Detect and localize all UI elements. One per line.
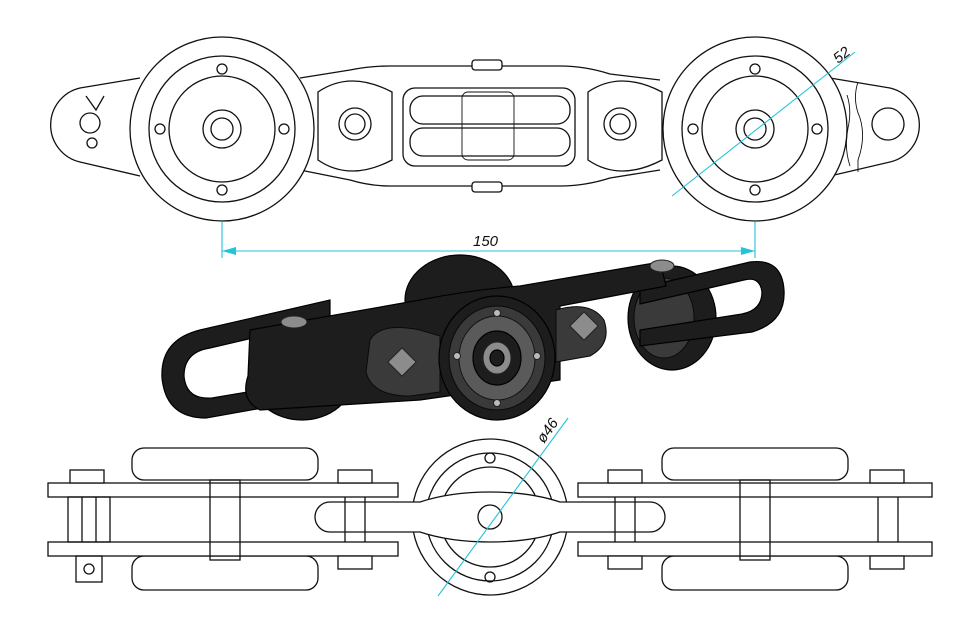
upper-roller [409,95,571,125]
right-end-link [829,77,920,177]
dimension-pitch: 150 [221,222,756,258]
left-wheel-front [129,36,315,222]
product-photo [161,254,785,421]
bottom-pin [471,181,503,193]
center-plate [314,491,666,543]
top-pin [471,59,503,71]
bottom-view [47,438,933,596]
left-roller-assembly [47,447,399,591]
right-wheel-front [662,36,848,222]
clip-icon [79,95,105,149]
left-end-link [50,77,141,177]
dimension-d46-label: ø46 [533,415,562,446]
dimension-52-label: 52 [830,43,854,67]
lower-roller [409,127,571,157]
right-roller-assembly [577,447,933,591]
top-view [50,36,920,222]
dimension-150-label: 150 [473,233,499,250]
